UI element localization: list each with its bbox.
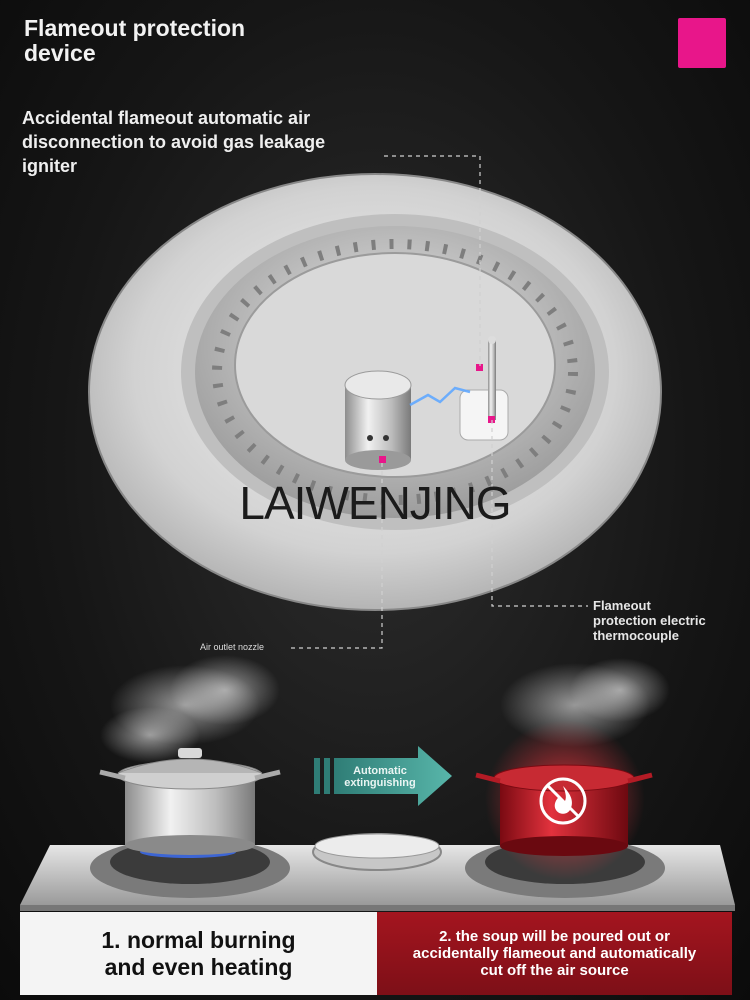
label-thermocouple-line2: protection electric (593, 613, 706, 628)
marker-thermocouple (488, 416, 495, 423)
spark (409, 386, 471, 407)
panel-right-line1: 2. the soup will be poured out or (439, 928, 670, 945)
marker-igniter (476, 364, 483, 371)
feature-description: Accidental flameout automatic air discon… (22, 106, 402, 178)
steam-left (100, 655, 280, 763)
label-thermocouple-line3: thermocouple (593, 628, 679, 643)
page-title-line2: device (24, 40, 96, 66)
watermark: LAIWENJING (239, 477, 511, 529)
label-thermocouple-line1: Flameout (593, 598, 651, 613)
burner-plate (88, 173, 662, 611)
marker-nozzle (379, 456, 386, 463)
description-line3: igniter (22, 156, 78, 176)
description-line2: disconnection to avoid gas leakage (22, 132, 326, 152)
arrow-label: Automatic extinguishing (340, 765, 420, 789)
auto-extinguish-arrow (314, 746, 452, 806)
label-air-outlet-nozzle: Air outlet nozzle (200, 642, 265, 652)
arrow-label-line1: Automatic (353, 765, 407, 777)
accent-square (678, 18, 726, 68)
panel-right-line3: cut off the air source (480, 962, 629, 979)
arrow-label-line2: extinguishing (344, 777, 416, 789)
flame-warning-icon (539, 777, 587, 825)
air-outlet-nozzle (344, 370, 412, 470)
panel-normal-burning: 1. normal burning and even heating (20, 912, 377, 995)
pot-normal (99, 748, 281, 855)
description-line1: Accidental flameout automatic air (22, 108, 311, 128)
page-title-line1: Flameout protection (24, 15, 246, 41)
page-title: Flameout protection device (24, 16, 324, 66)
panel-right-line2: accidentally flameout and automatically (412, 945, 697, 962)
panel-left-line2: and even heating (104, 953, 293, 980)
panel-left-line1: 1. normal burning (101, 926, 296, 953)
thermocouple (459, 336, 509, 441)
panel-flameout: 2. the soup will be poured out or accide… (377, 912, 732, 995)
leader-lines (288, 155, 588, 649)
label-thermocouple: Flameout protection electric thermocoupl… (593, 598, 743, 643)
